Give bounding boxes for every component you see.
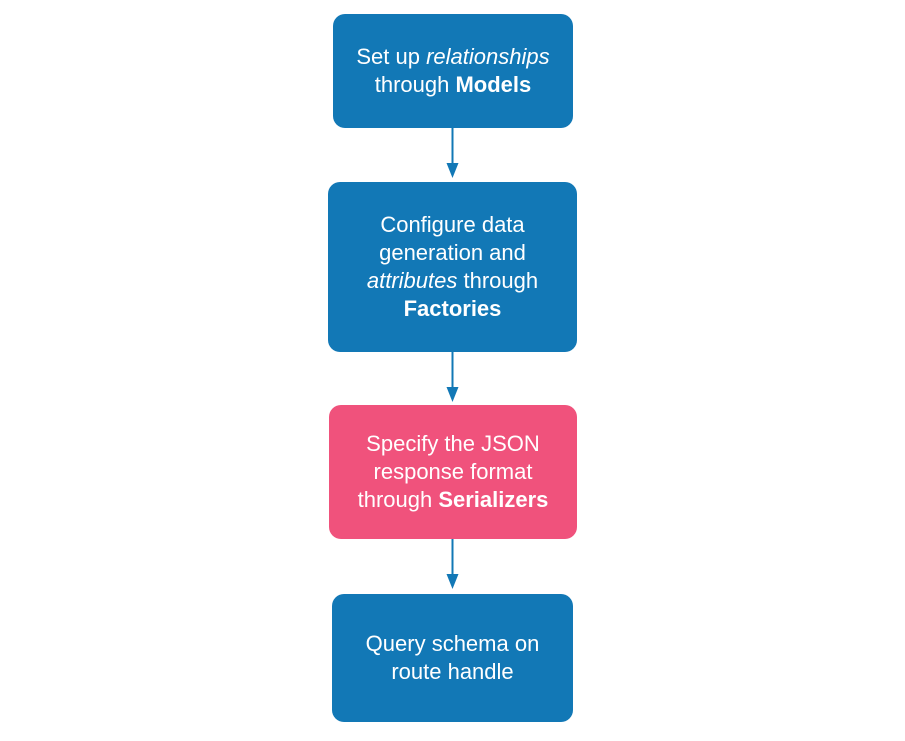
text-segment: route handle <box>391 659 514 684</box>
flow-step-models-text: Set up relationships through Models <box>356 43 549 99</box>
text-segment: Configure data <box>380 212 525 237</box>
text-segment: through <box>374 72 456 97</box>
text-segment-italic: attributes <box>366 268 458 293</box>
text-segment: through <box>457 268 539 293</box>
flow-step-factories-text: Configure data generation and attributes… <box>367 211 538 323</box>
arrowhead-icon <box>446 574 459 589</box>
arrowhead-icon <box>446 387 459 402</box>
text-segment: response format <box>373 459 533 484</box>
text-segment-bold: Serializers <box>438 487 549 512</box>
text-line: response format <box>358 458 549 486</box>
text-line: through Models <box>356 71 549 99</box>
text-line: Set up relationships <box>356 43 549 71</box>
text-line: through Serializers <box>358 486 549 514</box>
flow-arrow-3 <box>446 539 459 589</box>
text-line: Query schema on <box>366 630 540 658</box>
flow-step-serializers: Specify the JSON response format through… <box>329 405 577 539</box>
text-segment-bold: Models <box>455 72 532 97</box>
flow-step-query-schema: Query schema on route handle <box>332 594 573 722</box>
text-segment: generation and <box>379 240 526 265</box>
text-segment: Set up <box>356 44 427 69</box>
text-line: attributes through <box>367 267 538 295</box>
text-segment: Query schema on <box>365 631 540 656</box>
text-line: route handle <box>366 658 540 686</box>
text-segment-italic: relationships <box>426 44 550 69</box>
text-line: Configure data <box>367 211 538 239</box>
text-segment: through <box>357 487 439 512</box>
text-line: generation and <box>367 239 538 267</box>
flow-arrow-1 <box>446 128 459 178</box>
flow-step-query-schema-text: Query schema on route handle <box>366 630 540 686</box>
flow-step-factories: Configure data generation and attributes… <box>328 182 577 352</box>
text-line: Factories <box>367 295 538 323</box>
text-line: Specify the JSON <box>358 430 549 458</box>
flow-step-serializers-text: Specify the JSON response format through… <box>358 430 549 514</box>
flow-arrow-2 <box>446 352 459 402</box>
flow-step-models: Set up relationships through Models <box>333 14 573 128</box>
arrowhead-icon <box>446 163 459 178</box>
text-segment-bold: Factories <box>403 296 502 321</box>
text-segment: Specify the JSON <box>366 431 540 456</box>
